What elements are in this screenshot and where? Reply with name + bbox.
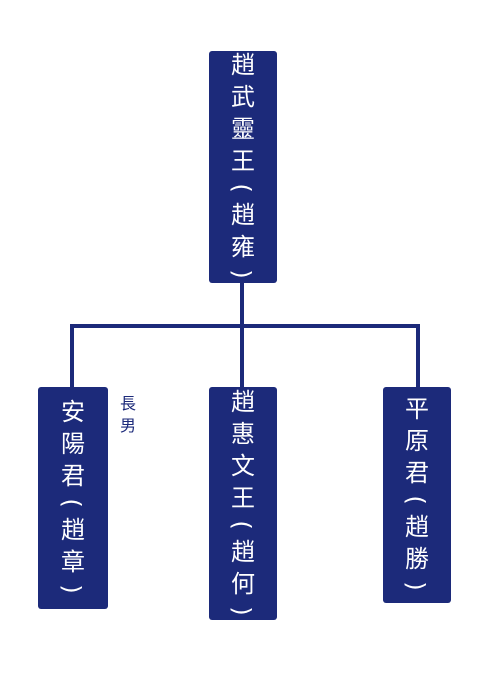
- child-node-2: 趙惠文王 ( 趙何 ): [209, 387, 277, 620]
- glyph: 惠: [231, 419, 255, 448]
- glyph: 陽: [61, 430, 85, 458]
- open-paren: (: [228, 183, 256, 193]
- glyph: 趙: [405, 513, 429, 541]
- glyph: 趙: [231, 387, 255, 416]
- glyph: 王: [231, 147, 255, 175]
- glyph: 安: [61, 398, 85, 426]
- child-personal-name: 趙章: [61, 514, 85, 578]
- connector-to-child-3: [416, 324, 420, 388]
- child-node-3: 平原君 ( 趙勝 ): [383, 387, 451, 603]
- glyph: 原: [405, 427, 429, 455]
- glyph: 武: [231, 83, 255, 111]
- connector-to-child-2: [240, 324, 244, 388]
- child-name: 趙惠文王: [231, 386, 255, 514]
- open-paren: (: [402, 495, 430, 505]
- connector-root-down: [240, 282, 244, 328]
- open-paren: (: [228, 519, 256, 530]
- note-text: 長男: [118, 393, 138, 437]
- glyph: 何: [231, 569, 255, 598]
- glyph: 勝: [405, 545, 429, 573]
- glyph: 靈: [231, 115, 255, 143]
- glyph: 男: [119, 416, 136, 435]
- glyph: 君: [61, 462, 85, 490]
- connector-to-child-1: [70, 324, 74, 388]
- open-paren: (: [58, 498, 86, 508]
- glyph: 王: [231, 483, 255, 512]
- glyph: 文: [231, 451, 255, 480]
- glyph: 趙: [231, 51, 255, 79]
- connector-horizontal: [70, 324, 420, 328]
- glyph: 趙: [61, 516, 85, 544]
- glyph: 趙: [231, 201, 255, 229]
- glyph: 平: [405, 395, 429, 423]
- close-paren: ): [58, 584, 86, 594]
- close-paren: ): [402, 581, 430, 591]
- glyph: 章: [61, 548, 85, 576]
- child-name: 平原君: [405, 393, 429, 489]
- root-name: 趙武靈王: [231, 49, 255, 177]
- root-node: 趙武靈王 ( 趙雍 ): [209, 51, 277, 283]
- glyph: 雍: [231, 233, 255, 261]
- glyph: 趙: [231, 537, 255, 566]
- close-paren: ): [228, 269, 256, 279]
- child-name: 安陽君: [61, 396, 85, 492]
- root-personal-name: 趙雍: [231, 199, 255, 263]
- glyph: 君: [405, 459, 429, 487]
- child-node-1: 安陽君 ( 趙章 ): [38, 387, 108, 609]
- eldest-son-note: 長男: [118, 393, 138, 437]
- child-personal-name: 趙勝: [405, 511, 429, 575]
- glyph: 長: [119, 394, 136, 413]
- close-paren: ): [228, 605, 256, 616]
- child-personal-name: 趙何: [231, 536, 255, 600]
